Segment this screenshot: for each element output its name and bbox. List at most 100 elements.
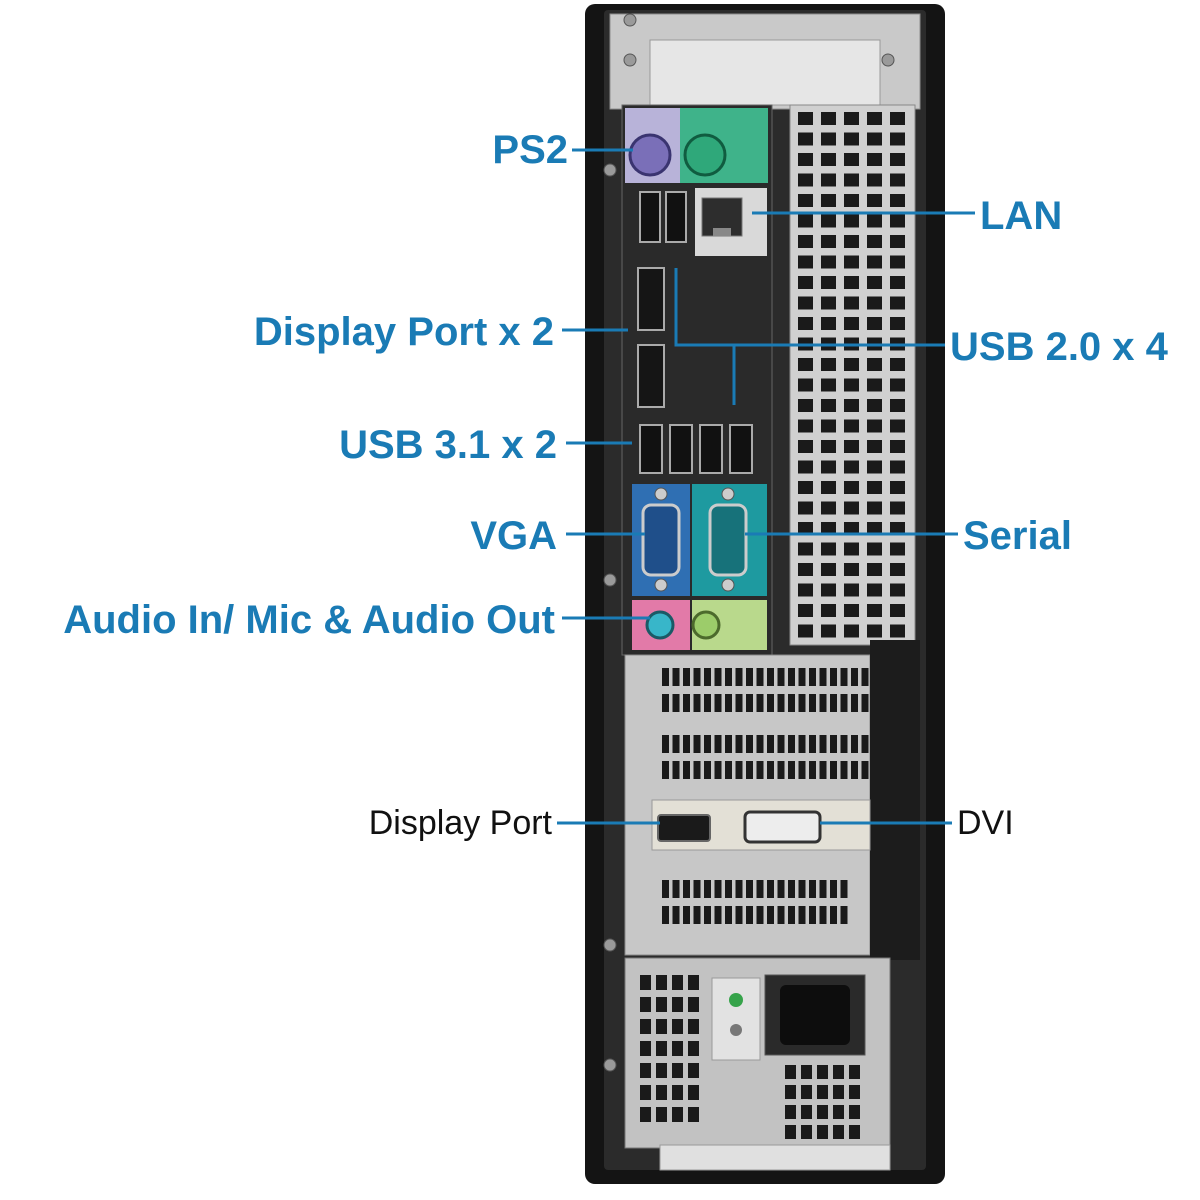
grille-hole <box>867 378 882 392</box>
vent-slot <box>756 761 764 779</box>
grille-hole <box>821 173 836 187</box>
grille-hole <box>798 501 813 515</box>
vent-slot <box>767 668 774 686</box>
grille-hole <box>821 235 836 248</box>
grille-hole <box>844 563 859 576</box>
grille-hole <box>867 296 882 310</box>
grille-hole <box>844 276 859 289</box>
grille-hole <box>867 153 882 166</box>
grille-hole <box>821 501 836 515</box>
vent-slot <box>672 761 680 779</box>
displayport-port <box>637 344 665 408</box>
grille-hole <box>821 460 836 474</box>
vent-slot <box>788 668 795 686</box>
grille-hole <box>867 255 882 269</box>
vent-slot <box>735 694 743 712</box>
grille-hole <box>798 358 813 371</box>
grille-hole <box>890 153 905 166</box>
vent-slot <box>704 735 711 753</box>
vent-slot <box>672 735 680 753</box>
vent-slot <box>714 880 722 898</box>
grille-hole <box>844 194 859 207</box>
psu-vent-hole <box>817 1085 828 1099</box>
vent-slot <box>830 694 837 712</box>
grille-hole <box>821 194 836 207</box>
psu-vent-hole <box>785 1105 796 1119</box>
grille-hole <box>867 481 882 494</box>
grille-hole <box>821 214 836 228</box>
psu-vent-hole <box>672 1107 683 1122</box>
vent-slot <box>809 906 816 924</box>
expansion-slot-vents <box>662 668 869 924</box>
psu-vent-hole <box>672 1063 683 1078</box>
grille-hole <box>867 173 882 187</box>
grille-hole <box>890 358 905 371</box>
grille-hole <box>844 358 859 371</box>
grille-hole <box>890 112 905 125</box>
vent-slot <box>735 906 743 924</box>
psu-vent-hole <box>672 1041 683 1056</box>
grille-hole <box>890 399 905 412</box>
screw <box>721 487 735 501</box>
vent-slot <box>693 880 701 898</box>
grille-hole <box>844 501 859 515</box>
grille-hole <box>890 378 905 392</box>
grille-hole <box>821 583 836 597</box>
screw <box>603 573 617 587</box>
psu-vent-hole <box>801 1085 812 1099</box>
vent-slot <box>798 761 806 779</box>
psu-vent-hole <box>640 997 651 1012</box>
psu-vent-hole <box>688 997 699 1012</box>
vent-slot <box>819 880 827 898</box>
vent-slot <box>683 735 690 753</box>
vent-slot <box>777 694 785 712</box>
vent-slot <box>819 735 827 753</box>
grille-hole <box>798 583 813 597</box>
grille-hole <box>890 604 905 617</box>
grille-hole <box>798 481 813 494</box>
vent-slot <box>840 668 848 686</box>
vent-slot <box>798 735 806 753</box>
vent-slot <box>756 668 764 686</box>
usb-port <box>699 424 723 474</box>
vent-slot <box>662 694 669 712</box>
grille-hole <box>798 255 813 269</box>
grille-hole <box>821 132 836 146</box>
vent-slot <box>662 761 669 779</box>
vent-slot <box>788 906 795 924</box>
screw <box>623 13 637 27</box>
grille-hole <box>798 153 813 166</box>
vent-slot <box>767 694 774 712</box>
vent-slot <box>746 761 753 779</box>
vent-slot <box>840 735 848 753</box>
vent-slot <box>840 906 848 924</box>
vent-slot <box>777 735 785 753</box>
psu-vent-hole <box>672 997 683 1012</box>
label-display-port: Display Port <box>368 804 552 842</box>
grille-hole <box>867 583 882 597</box>
grille-hole <box>867 604 882 617</box>
vent-slot <box>819 668 827 686</box>
grille-hole <box>844 153 859 166</box>
grille-hole <box>867 132 882 146</box>
serial-port <box>708 503 748 577</box>
vent-slot <box>714 761 722 779</box>
grille-hole <box>821 542 836 556</box>
grille-hole <box>890 214 905 228</box>
grille-hole <box>890 132 905 146</box>
vent-slot <box>756 694 764 712</box>
vent-slot <box>725 668 732 686</box>
label-vga: VGA <box>470 514 557 558</box>
vent-slot <box>777 761 785 779</box>
vent-slot <box>756 880 764 898</box>
grille-hole <box>890 255 905 269</box>
grille-hole <box>867 460 882 474</box>
vent-slot <box>725 694 732 712</box>
grille-hole <box>844 317 859 330</box>
vent-slot <box>788 735 795 753</box>
psu-button <box>730 1024 742 1036</box>
psu-vent-hole <box>656 1041 667 1056</box>
grille-hole <box>798 460 813 474</box>
grille-hole <box>890 542 905 556</box>
